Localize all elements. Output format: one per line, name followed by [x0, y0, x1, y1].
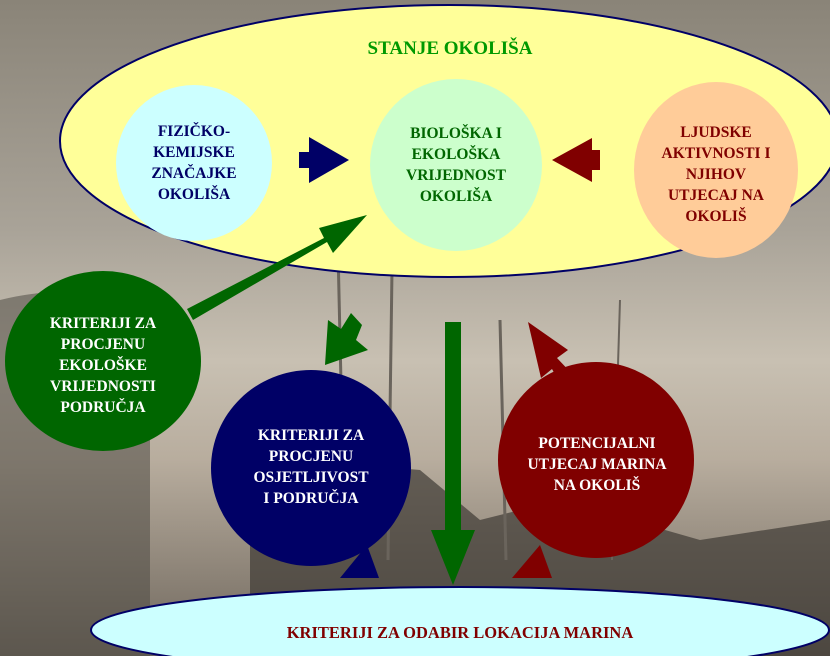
- marina-location-criteria-ellipse: [90, 586, 830, 656]
- physical-chemical-label: FIZIČKO- KEMIJSKE ZNAČAJKE OKOLIŠA: [151, 123, 237, 203]
- arrow-state-to-sensitivity: [325, 313, 368, 365]
- triangle-impact-to-bottom: [512, 545, 552, 578]
- ecological-criteria-circle: [5, 271, 201, 451]
- triangle-sensitivity-to-bottom: [340, 545, 379, 578]
- arrow-state-to-bottom: [431, 322, 475, 585]
- human-activities-label: LJUDSKE AKTIVNOSTI I NJIHOV UTJECAJ NA O…: [661, 123, 771, 225]
- sensitivity-criteria-label: KRITERIJI ZA PROCJENU OSJETLJIVOST I POD…: [253, 427, 369, 507]
- marina-impact-label: POTENCIJALNI UTJECAJ MARINA NA OKOLIŠ: [527, 434, 667, 494]
- arrow-impact-to-state: [528, 322, 574, 387]
- human-activities-circle: [634, 82, 798, 258]
- arrow-human-to-biological: [552, 138, 600, 182]
- biological-ecological-circle: [370, 79, 542, 251]
- sensitivity-criteria-circle: [211, 370, 411, 566]
- ecological-criteria-label: KRITERIJI ZA PROCJENU EKOLOŠKE VRIJEDNOS…: [49, 314, 157, 416]
- physical-chemical-circle: [116, 85, 272, 241]
- marina-location-criteria-label: KRITERIJI ZA ODABIR LOKACIJA MARINA: [286, 622, 634, 642]
- biological-ecological-label: BIOLOŠKA I EKOLOŠKA VRIJEDNOST OKOLIŠA: [406, 125, 506, 205]
- environment-state-title: STANJE OKOLIŠA: [367, 37, 533, 59]
- marina-impact-circle: [498, 362, 694, 558]
- arrow-ecological-to-biological: [187, 215, 367, 320]
- arrow-physical-to-biological: [299, 137, 349, 183]
